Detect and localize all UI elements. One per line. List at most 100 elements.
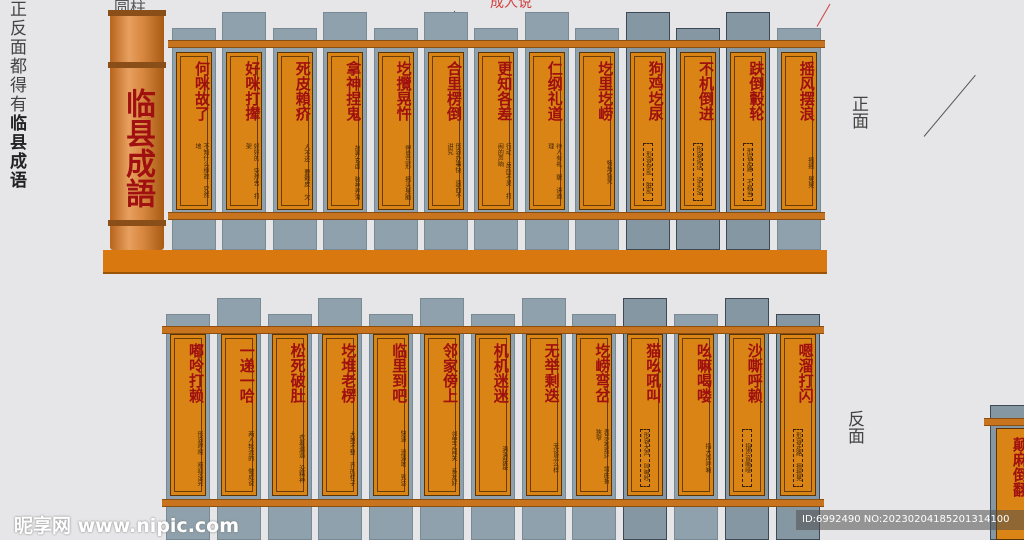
back-panel-body: 邻里之间关 系友好 — [450, 430, 457, 486]
panel-frame — [631, 338, 660, 492]
front-panel-body: 摇摇 晃晃 — [806, 156, 814, 188]
back-panel: 邻家傍上 邻里之间关 系友好 — [424, 334, 460, 496]
back-panel-body: 快速 迅速地 到达 — [399, 430, 407, 486]
panel-frame — [275, 338, 304, 492]
back-panel-head: 松死破肚 — [288, 343, 307, 403]
front-panel: 更知各差 行动 反应不灵 打闹的声响 — [478, 52, 515, 210]
front-panel: 趺倒轂轮 形容走路 不稳当 — [730, 52, 767, 210]
back-panel: 临里到吧 快速 迅速地 到达 — [373, 334, 410, 496]
back-panel: 机机迷迷 清清楚楚 — [474, 334, 511, 496]
back-panel-body: 指大声呼喊 — [704, 443, 711, 473]
front-panel: 拿神捏鬼 故弄玄虚 装神弄鬼 — [327, 52, 364, 210]
image-id: ID:6992490 NO:20230204185201314100 — [796, 510, 1024, 530]
panel-frame — [734, 56, 763, 206]
panel-frame — [583, 56, 612, 206]
back-panel-body: 形容大声 叫喊吵闹 — [640, 429, 651, 487]
front-panel-body: 人不还 要赖皮 欠 — [302, 144, 310, 200]
front-panel-body: 不知什么缘故 究然地 — [194, 143, 209, 198]
panel-frame — [331, 56, 360, 206]
back-panel-body: 大堆不整 齐的样子 — [348, 430, 356, 486]
panel-frame — [326, 338, 355, 492]
back-panel-body: 表示地理环 境曲折 狭窄 — [594, 429, 610, 484]
front-panel: 合里楞倒 形容办事快 速而不讲究 — [428, 52, 464, 210]
panel-frame — [783, 338, 812, 492]
panel-frame — [784, 56, 813, 206]
panel-frame — [377, 338, 406, 492]
back-panel-body: 指声音嘶哑 — [741, 429, 752, 487]
panel-frame — [529, 338, 558, 492]
left-note: 正反面都得有临县成语 — [6, 0, 26, 190]
annotation-line — [816, 3, 831, 27]
panel-frame — [230, 56, 259, 206]
back-panel-body: 清清楚楚 — [500, 446, 508, 470]
back-panel-head: 无举剩迭 — [542, 343, 561, 403]
front-panel-head: 拿神捏鬼 — [344, 61, 363, 121]
front-panel: 摇风摆浪 摇摇 晃晃 — [780, 52, 817, 210]
label-front: 正面 — [848, 95, 868, 129]
front-panel-head: 摇风摆浪 — [797, 61, 816, 121]
front-panel-head: 圪攬晃忤 — [394, 61, 413, 121]
front-panel: 圪攬晃忤 得意忘形 摇头晃脑 — [377, 52, 414, 210]
panel-frame — [280, 56, 309, 206]
back-panel: 一递一哈 两人轮流的 做成说 — [220, 334, 257, 496]
front-panel-head: 不机倒进 — [697, 61, 715, 121]
front-panel-head: 更知各差 — [495, 61, 514, 121]
back-panel-head: 圪堆老楞 — [339, 343, 358, 403]
front-panel: 不机倒进 形容说话 没头没脑 — [680, 52, 716, 210]
back-panel: 松死破肚 衣着邋遢 没精神 — [271, 334, 308, 496]
back-panel-head: 沙嘶呼赖 — [745, 343, 764, 403]
panel-frame — [684, 56, 712, 206]
front-rail — [168, 40, 826, 48]
back-panel-head: 临里到吧 — [390, 343, 409, 403]
back-panel-head: 猫吆吼叫 — [644, 343, 663, 403]
back-panel-head: 邻家傍上 — [441, 343, 459, 403]
panel-frame — [174, 338, 202, 492]
pillar: 临县成語 — [108, 10, 166, 250]
panel-frame — [580, 338, 609, 492]
panel-frame — [428, 338, 456, 492]
panel-frame — [381, 56, 410, 206]
panel-frame — [532, 56, 561, 206]
back-panel: 嘟呤打赖 形容啰嗦 唠叨没完 — [170, 334, 206, 496]
front-panel: 死皮賴疥 人不还 要赖皮 欠 — [276, 52, 313, 210]
front-panel-body: 形容办事快 速而不讲究 — [446, 143, 461, 198]
front-panel-body: 好好的 突然去 打架 — [244, 143, 260, 199]
annotation-line — [923, 74, 976, 137]
front-panel-body: 形容说话 没头没脑 — [693, 143, 703, 201]
front-panel-body: 形容走路 不稳当 — [743, 143, 754, 201]
panel-frame — [682, 338, 710, 492]
header-red-note: 成人说 — [490, 0, 532, 11]
back-panel-head: 一递一哈 — [237, 343, 256, 403]
front-panel-head: 趺倒轂轮 — [747, 61, 766, 121]
back-panel: 圪堆老楞 大堆不整 齐的样子 — [322, 334, 359, 496]
front-panel: 狗鸡圪尿 形容杂乱 脏乱 — [629, 52, 666, 210]
back-panel-body: 形容啰嗦 唠叨没完 — [196, 430, 203, 486]
back-rail — [162, 326, 825, 334]
back-panel: 猫吆吼叫 形容大声 叫喊吵闹 — [627, 334, 664, 496]
panel-frame — [224, 338, 253, 492]
front-panel: 圪里圪崂 犄角旮旯 — [579, 52, 616, 210]
back-panel-body: 无论怎么样 — [551, 443, 559, 473]
back-panel-head: 嗯溜打闪 — [796, 343, 815, 403]
front-panel-body: 待人有礼 貌 讲道理 — [546, 143, 562, 199]
front-panel-head: 好咪打撵 — [243, 61, 262, 121]
front-panel: 仁纲礼道 待人有礼 貌 讲道理 — [528, 52, 565, 210]
panel-frame — [633, 56, 662, 206]
front-panel-body: 形容杂乱 脏乱 — [642, 143, 653, 201]
front-panel-body: 行动 反应不灵 打闹的声响 — [496, 143, 512, 199]
watermark: 昵享网 www.nipic.com — [14, 515, 240, 537]
front-panel-body: 得意忘形 摇头晃脑 — [403, 144, 411, 200]
back-panel-body: 两人轮流的 做成说 — [246, 430, 254, 486]
back-panel: 吆嘛喝喽 指大声呼喊 — [678, 334, 714, 496]
back-panel: 沙嘶呼赖 指声音嘶哑 — [728, 334, 765, 496]
back-panel-head: 机机迷迷 — [491, 343, 510, 403]
back-panel-head: 嘟呤打赖 — [187, 343, 205, 403]
front-panel-head: 狗鸡圪尿 — [646, 61, 665, 121]
panel-frame — [432, 56, 460, 206]
back-rail — [162, 499, 825, 507]
front-panel-head: 圪里圪崂 — [596, 61, 615, 121]
panel-frame — [482, 56, 511, 206]
panel-frame — [478, 338, 507, 492]
